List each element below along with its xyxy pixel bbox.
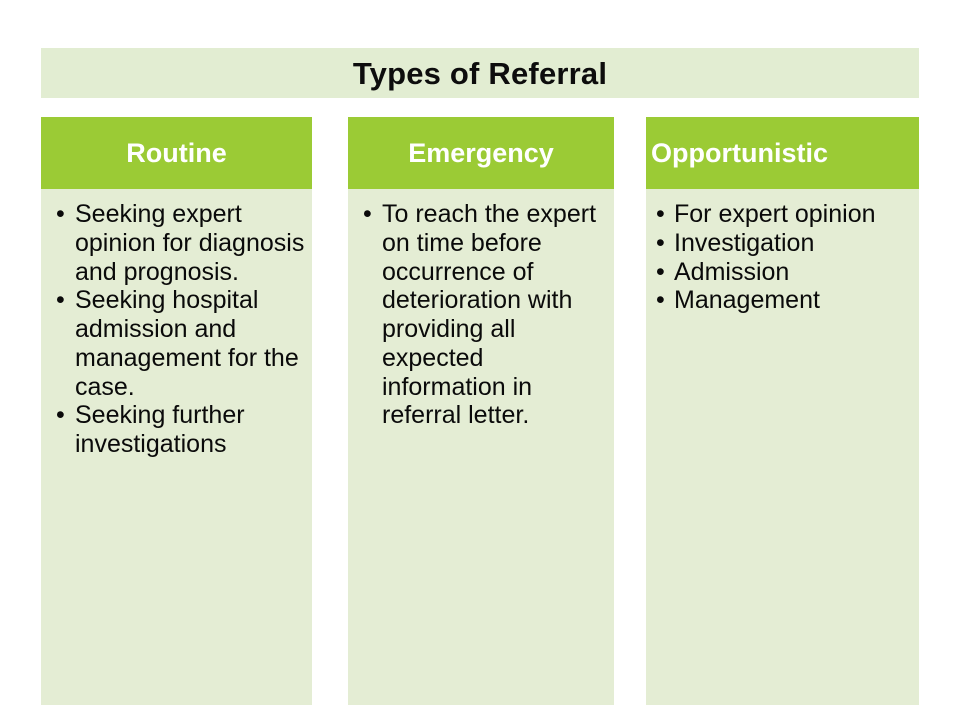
bullet-list-routine: Seeking expert opinion for diagnosis and… xyxy=(47,200,306,459)
list-item: Seeking further investigations xyxy=(47,401,306,459)
slide-title-banner: Types of Referral xyxy=(41,48,919,98)
column-body-emergency: To reach the expert on time before occur… xyxy=(348,189,614,705)
list-item: Investigation xyxy=(652,229,913,258)
column-header-opportunistic: Opportunistic xyxy=(646,117,919,189)
column-body-routine: Seeking expert opinion for diagnosis and… xyxy=(41,189,312,705)
column-header-label: Opportunistic xyxy=(651,137,828,168)
list-item: Seeking expert opinion for diagnosis and… xyxy=(47,200,306,286)
column-routine: Routine Seeking expert opinion for diagn… xyxy=(41,117,312,705)
list-item: Admission xyxy=(652,258,913,287)
column-header-label: Emergency xyxy=(408,137,554,168)
list-item: Management xyxy=(652,286,913,315)
page-title: Types of Referral xyxy=(352,55,608,91)
column-header-label: Routine xyxy=(126,137,227,168)
column-emergency: Emergency To reach the expert on time be… xyxy=(348,117,614,705)
list-item: To reach the expert on time before occur… xyxy=(354,200,608,430)
column-header-emergency: Emergency xyxy=(348,117,614,189)
column-body-opportunistic: For expert opinion Investigation Admissi… xyxy=(646,189,919,705)
column-opportunistic: Opportunistic For expert opinion Investi… xyxy=(646,117,919,705)
list-item: For expert opinion xyxy=(652,200,913,229)
column-header-routine: Routine xyxy=(41,117,312,189)
bullet-list-emergency: To reach the expert on time before occur… xyxy=(354,200,608,430)
bullet-list-opportunistic: For expert opinion Investigation Admissi… xyxy=(652,200,913,315)
list-item: Seeking hospital admission and managemen… xyxy=(47,286,306,401)
